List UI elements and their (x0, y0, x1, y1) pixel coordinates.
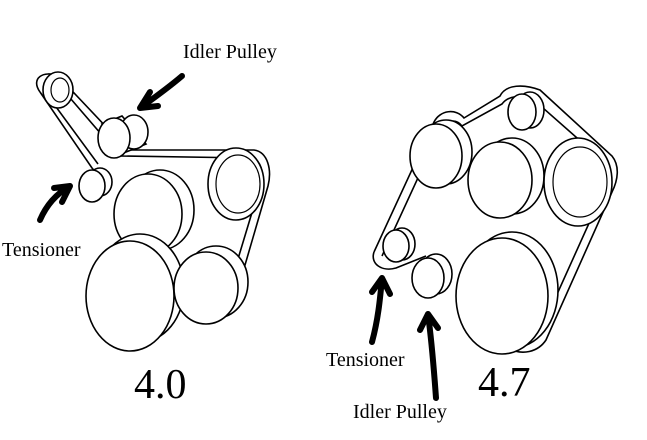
tensioner-label-4-0: Tensioner (2, 239, 81, 261)
engine-label-4-7: 4.7 (478, 360, 531, 406)
upper-left-pulley-4-7 (409, 119, 473, 189)
center-pulley-4-7 (467, 137, 545, 219)
idler-arrow-4-0 (137, 73, 185, 111)
crank-pulley-4-7 (455, 231, 559, 355)
tensioner-label-4-7: Tensioner (326, 349, 405, 371)
tensioner-arrow-4-0 (37, 183, 73, 223)
top-pulley-4-0 (42, 71, 74, 109)
tensioner-4-0 (78, 167, 113, 203)
idler-label-4-7: Idler Pulley (353, 401, 447, 423)
tensioner-arrow-4-7 (369, 275, 393, 345)
alternator-pulley-4-0 (207, 147, 265, 221)
idler-arrow-4-7 (417, 311, 441, 401)
idler-pulley-4-0 (97, 114, 149, 159)
diagram-4-0: Idler Pulley Tensioner 4.0 (2, 41, 277, 408)
engine-label-4-0: 4.0 (134, 362, 187, 408)
idler-pulley-4-7 (411, 253, 453, 299)
crank-pulley-4-0 (85, 233, 185, 352)
tensioner-4-7 (382, 227, 416, 263)
diagram-4-7: Tensioner Idler Pulley 4.7 (326, 85, 619, 423)
top-idler-pulley-4-7 (507, 91, 545, 131)
right-pulley-4-7 (543, 137, 613, 227)
ac-pulley-4-0 (173, 245, 249, 325)
idler-label-4-0: Idler Pulley (183, 41, 277, 63)
power-steering-pulley-4-0 (113, 169, 195, 255)
